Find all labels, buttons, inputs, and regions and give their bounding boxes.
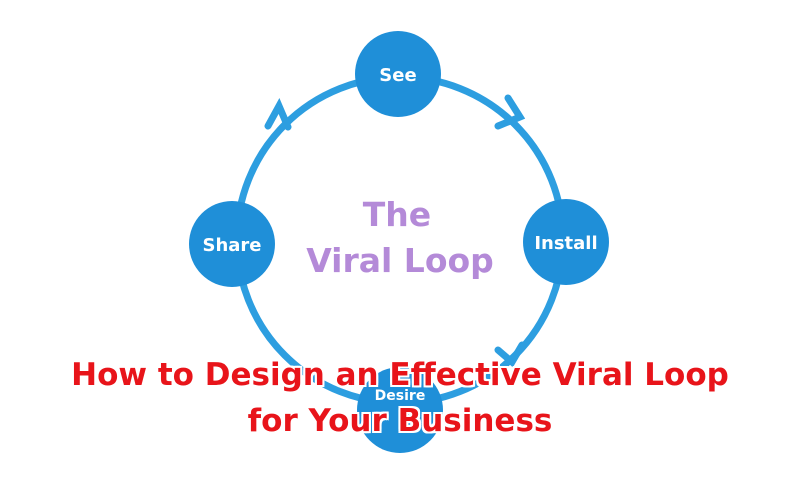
node-install: Install: [523, 199, 609, 285]
arrow-right-bottom: [494, 341, 526, 368]
center-title-line1: The: [363, 195, 431, 234]
node-install-label: Install: [534, 233, 597, 254]
node-share-label: Share: [202, 235, 261, 256]
headline-overlay: How to Design an Effective Viral Loop fo…: [0, 352, 800, 444]
node-desire: Desire: [357, 367, 443, 453]
arrow-left-top: [264, 98, 292, 131]
node-see: See: [355, 31, 441, 117]
center-title-line2: Viral Loop: [306, 241, 494, 280]
node-share: Share: [189, 201, 275, 287]
headline-line2: for Your Business: [247, 403, 553, 439]
arrow-right-top: [494, 94, 526, 130]
node-desire-label: Desire: [375, 388, 426, 404]
headline-line1: How to Design an Effective Viral Loop: [71, 357, 729, 393]
node-see-label: See: [379, 65, 416, 86]
